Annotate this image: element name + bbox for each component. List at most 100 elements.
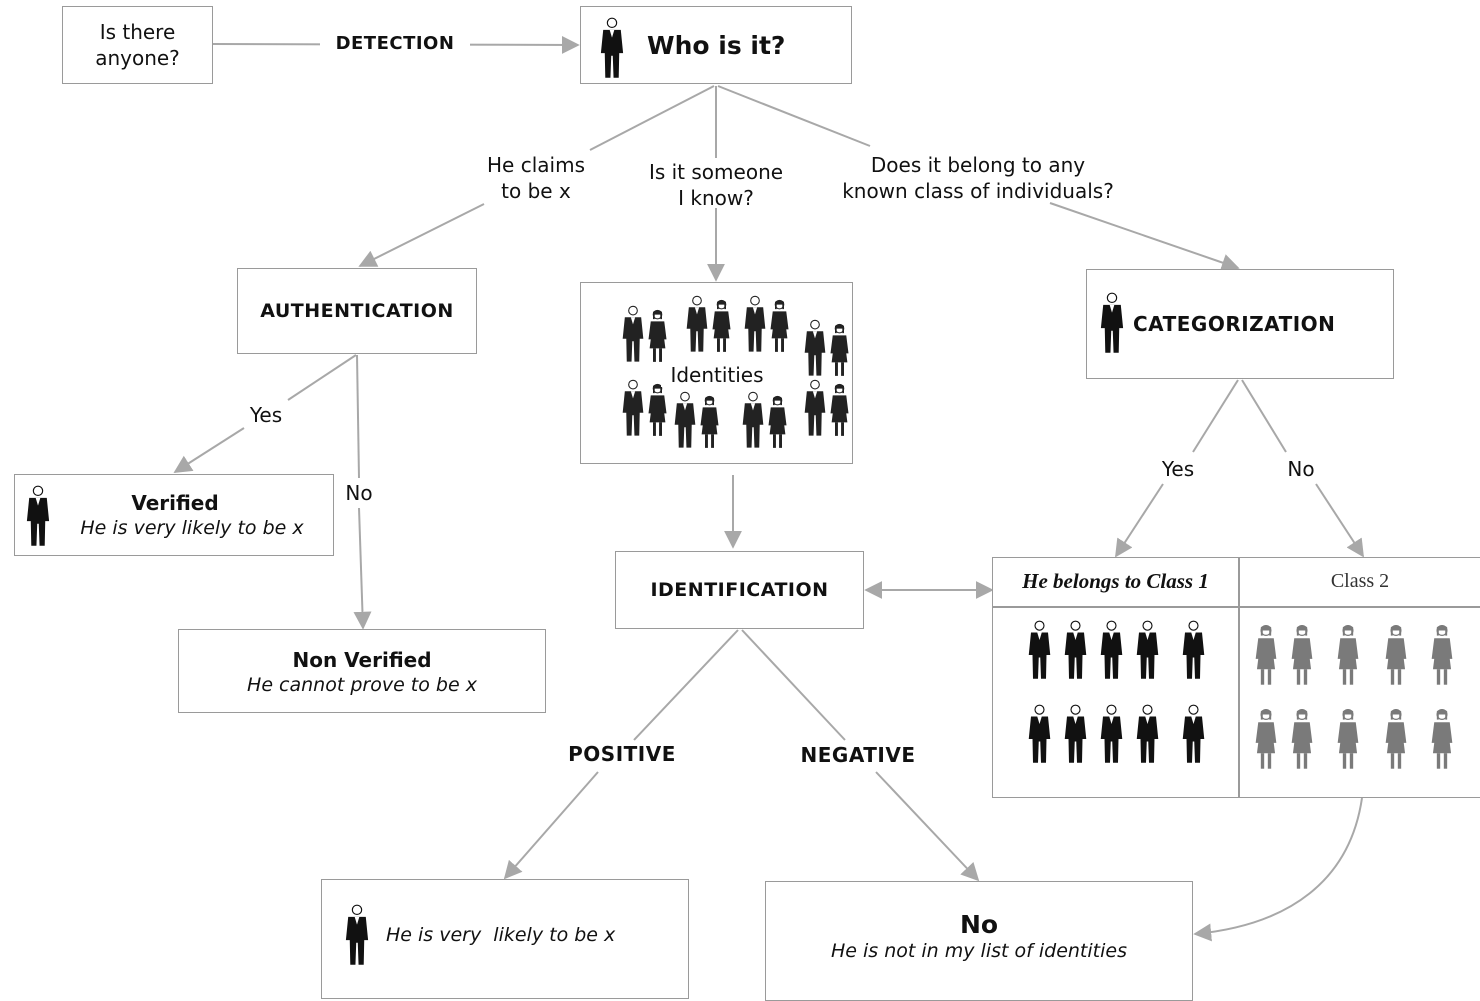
negative-result-box: No He is not in my list of identities (765, 881, 1193, 1001)
classes-table: He belongs to Class 1 Class 2 (992, 557, 1480, 798)
positive-result-text: He is very likely to be x (386, 924, 616, 946)
authentication-box: AUTHENTICATION (237, 268, 477, 354)
man-icon (1136, 620, 1159, 679)
woman-icon (1431, 708, 1453, 769)
categorization-box: CATEGORIZATION (1086, 269, 1394, 379)
detection-label: DETECTION (320, 33, 470, 54)
identification-box: IDENTIFICATION (615, 551, 864, 629)
man-icon (1100, 620, 1123, 679)
positive-result-box: He is very likely to be x (321, 879, 689, 999)
non-verified-title: Non Verified (292, 648, 432, 672)
cat-to-no (1241, 379, 1287, 453)
verified-title: Verified (131, 491, 219, 515)
authentication-title: AUTHENTICATION (260, 300, 454, 322)
negative-label: NEGATIVE (800, 743, 916, 767)
identification-title: IDENTIFICATION (650, 579, 829, 601)
man-icon (1064, 620, 1087, 679)
class2-figures (1239, 608, 1480, 798)
who-to-class (717, 85, 871, 147)
man-icon (1136, 704, 1159, 763)
man-icon (1182, 620, 1205, 679)
non-verified-subtitle: He cannot prove to be x (247, 674, 477, 696)
class1-figures (993, 608, 1238, 798)
woman-icon (1255, 624, 1277, 685)
identities-label: Identities (661, 363, 773, 387)
woman-icon (1385, 708, 1407, 769)
detection-question-line2: anyone? (95, 46, 180, 70)
detection-question-box: Is there anyone? (62, 6, 213, 84)
who-to-claims (589, 85, 715, 151)
man-icon (1064, 704, 1087, 763)
woman-icon (712, 299, 731, 352)
woman-icon (770, 299, 789, 352)
identity-pair (673, 391, 721, 449)
negative-result-title: No (959, 910, 999, 939)
woman-icon (768, 395, 787, 448)
woman-icon (1291, 708, 1313, 769)
class1-header: He belongs to Class 1 (1022, 569, 1209, 593)
man-icon (622, 305, 644, 362)
ident-to-negative (741, 629, 846, 741)
verified-subtitle: He is very likely to be x (80, 517, 304, 539)
negative-result-subtitle: He is not in my list of identities (831, 940, 1127, 962)
claims-line1: He claims (487, 153, 585, 177)
know-line1: Is it someone (648, 160, 784, 184)
woman-icon (648, 309, 667, 362)
man-icon (744, 295, 766, 352)
man-icon (1100, 704, 1123, 763)
claims-line2: to be x (501, 179, 571, 203)
man-icon (1099, 292, 1125, 358)
man-icon (1028, 620, 1051, 679)
woman-icon (1337, 624, 1359, 685)
man-icon (742, 391, 764, 448)
detection-question-line1: Is there (99, 20, 176, 44)
class-question-line2: known class of individuals? (842, 179, 1114, 203)
who-title: Who is it? (647, 31, 786, 60)
woman-icon (830, 323, 849, 376)
identity-pair (685, 295, 733, 353)
cat-yes-label: Yes (1161, 457, 1195, 481)
man-icon (804, 319, 826, 376)
yes-to-verified (173, 427, 245, 473)
auth-yes-label: Yes (249, 403, 283, 427)
class-question-label: Does it belong to any known class of ind… (828, 152, 1128, 204)
no-to-nonverified (353, 507, 372, 630)
woman-icon (700, 395, 719, 448)
auth-no-label: No (345, 481, 373, 505)
identity-pair (621, 379, 669, 437)
woman-icon (1255, 708, 1277, 769)
man-icon (674, 391, 696, 448)
class-to-cat (1049, 202, 1240, 272)
identity-pair (621, 305, 669, 363)
woman-icon (1431, 624, 1453, 685)
negative-to-result (875, 771, 980, 882)
class-question-line1: Does it belong to any (870, 153, 1086, 177)
positive-to-result (503, 771, 599, 880)
cat-to-yes (1192, 379, 1239, 453)
woman-icon (1385, 624, 1407, 685)
auth-to-yes (287, 354, 357, 401)
woman-icon (1337, 708, 1359, 769)
identity-pair (741, 391, 789, 449)
ident-to-positive (633, 629, 739, 741)
identity-pair (743, 295, 791, 353)
non-verified-box: Non Verified He cannot prove to be x (178, 629, 546, 713)
man-icon (686, 295, 708, 352)
man-icon (599, 17, 625, 83)
man-icon (1028, 704, 1051, 763)
woman-icon (830, 383, 849, 436)
man-icon (25, 485, 51, 551)
auth-to-no (356, 354, 360, 479)
man-icon (804, 379, 826, 436)
who-box: Who is it? (580, 6, 852, 84)
identities-figures (581, 283, 852, 463)
man-icon (622, 379, 644, 436)
identities-box: Identities (580, 282, 853, 464)
categorization-title: CATEGORIZATION (1133, 312, 1336, 336)
man-icon (344, 904, 370, 970)
no-to-class2 (1315, 483, 1364, 558)
identity-pair (803, 379, 851, 437)
positive-label: POSITIVE (568, 742, 676, 766)
woman-icon (1291, 624, 1313, 685)
